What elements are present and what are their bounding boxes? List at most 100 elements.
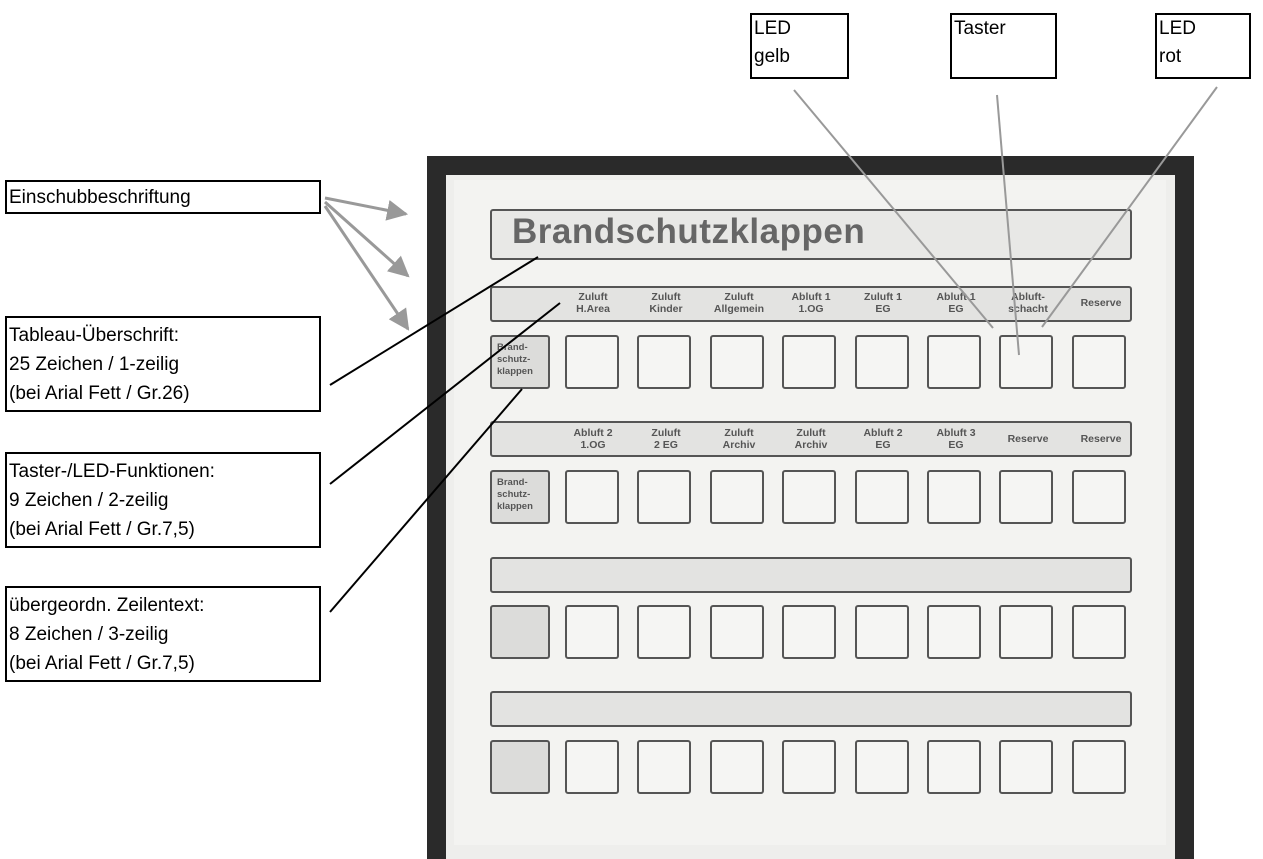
row4-button-2[interactable] xyxy=(637,740,691,794)
row2-col8-header: Reserve xyxy=(1065,433,1137,445)
label-taster: Taster xyxy=(950,13,1057,79)
header-line: Reserve xyxy=(1080,433,1122,445)
row3-button-2[interactable] xyxy=(637,605,691,659)
row3-button-3[interactable] xyxy=(710,605,764,659)
row-label-line: klappen xyxy=(497,366,533,377)
top-leaders xyxy=(793,86,1218,356)
row1-button-6[interactable] xyxy=(927,335,981,389)
label-line: gelb xyxy=(754,46,790,67)
row1-button-8[interactable] xyxy=(1072,335,1126,389)
header-line: Archiv xyxy=(722,439,756,451)
header-line: Zuluft xyxy=(651,427,681,439)
header-line: EG xyxy=(948,303,964,315)
row4-button-1[interactable] xyxy=(565,740,619,794)
header-line: Zuluft xyxy=(651,291,681,303)
row2-button-6[interactable] xyxy=(927,470,981,524)
leader-led-gelb xyxy=(793,89,994,329)
row3-button-4[interactable] xyxy=(782,605,836,659)
label-line: (bei Arial Fett / Gr.7,5) xyxy=(9,519,195,540)
row1-button-5[interactable] xyxy=(855,335,909,389)
label-line: 25 Zeichen / 1-zeilig xyxy=(9,354,180,375)
row2-label-field: Brand- schutz- klappen xyxy=(490,470,550,524)
row-label-line: schutz- xyxy=(497,354,531,365)
row3-button-5[interactable] xyxy=(855,605,909,659)
label-line: (bei Arial Fett / Gr.26) xyxy=(9,383,190,404)
arrow-to-panel-3 xyxy=(323,205,410,331)
header-line: EG xyxy=(875,439,891,451)
leader-taster xyxy=(996,94,1020,356)
header-line: 2 EG xyxy=(654,439,678,451)
row2-button-3[interactable] xyxy=(710,470,764,524)
row1-button-4[interactable] xyxy=(782,335,836,389)
label-line: Taster-/LED-Funktionen: xyxy=(9,461,215,482)
row4-button-6[interactable] xyxy=(927,740,981,794)
row-label-line: Brand- xyxy=(497,342,528,353)
leader-led-rot xyxy=(1041,86,1218,328)
row3-button-8[interactable] xyxy=(1072,605,1126,659)
row-label-line: klappen xyxy=(497,501,533,512)
label-line: Taster xyxy=(954,18,1006,39)
row4-header-strip xyxy=(490,691,1132,727)
row2-header-strip xyxy=(490,421,1132,457)
row1-button-1[interactable] xyxy=(565,335,619,389)
header-line: Reserve xyxy=(1007,433,1049,445)
header-line: Abluft 3 xyxy=(936,427,976,439)
header-line: H.Area xyxy=(576,303,610,315)
row4-button-4[interactable] xyxy=(782,740,836,794)
header-line: Zuluft xyxy=(724,291,754,303)
header-line: Zuluft xyxy=(724,427,754,439)
row2-button-2[interactable] xyxy=(637,470,691,524)
label-led-rot: LED rot xyxy=(1155,13,1251,79)
arrow-to-panel-1 xyxy=(324,196,409,221)
label-line: übergeordn. Zeilentext: xyxy=(9,595,205,616)
header-line: Zuluft xyxy=(796,427,826,439)
row3-label-field xyxy=(490,605,550,659)
row2-button-4[interactable] xyxy=(782,470,836,524)
row4-button-7[interactable] xyxy=(999,740,1053,794)
label-line: Einschubbeschriftung xyxy=(9,187,191,208)
row2-button-5[interactable] xyxy=(855,470,909,524)
leader-functions xyxy=(329,302,561,485)
header-line: Reserve xyxy=(1080,297,1122,309)
row2-button-8[interactable] xyxy=(1072,470,1126,524)
header-line: Allgemein xyxy=(713,303,765,315)
header-line: Abluft 1 xyxy=(791,291,831,303)
row4-button-5[interactable] xyxy=(855,740,909,794)
row3-button-7[interactable] xyxy=(999,605,1053,659)
label-tableau-ueberschrift: Tableau-Überschrift: 25 Zeichen / 1-zeil… xyxy=(5,316,321,412)
label-line: LED xyxy=(1159,18,1196,39)
panel-title: Brandschutzklappen xyxy=(512,212,866,251)
arrow-to-panel-2 xyxy=(324,200,410,278)
leader-title xyxy=(329,256,539,386)
row2-button-1[interactable] xyxy=(565,470,619,524)
header-line: Abluft- xyxy=(1011,291,1045,303)
row-label-line: schutz- xyxy=(497,489,531,500)
row1-button-7[interactable] xyxy=(999,335,1053,389)
row-label-line: Brand- xyxy=(497,477,528,488)
label-line: (bei Arial Fett / Gr.7,5) xyxy=(9,653,195,674)
row1-col7-header: Abluft-schacht xyxy=(992,291,1064,315)
header-line: Abluft 2 xyxy=(573,427,613,439)
header-line: schacht xyxy=(1008,303,1048,315)
row3-button-6[interactable] xyxy=(927,605,981,659)
row2-button-7[interactable] xyxy=(999,470,1053,524)
header-line: Zuluft xyxy=(578,291,608,303)
row3-button-1[interactable] xyxy=(565,605,619,659)
black-leaders xyxy=(329,256,561,613)
label-led-gelb: LED gelb xyxy=(750,13,849,79)
row4-button-3[interactable] xyxy=(710,740,764,794)
row1-button-2[interactable] xyxy=(637,335,691,389)
header-line: 1.OG xyxy=(798,303,824,315)
row1-button-3[interactable] xyxy=(710,335,764,389)
label-einschubbeschriftung: Einschubbeschriftung xyxy=(5,180,321,214)
row4-button-8[interactable] xyxy=(1072,740,1126,794)
row1-header-strip xyxy=(490,286,1132,322)
